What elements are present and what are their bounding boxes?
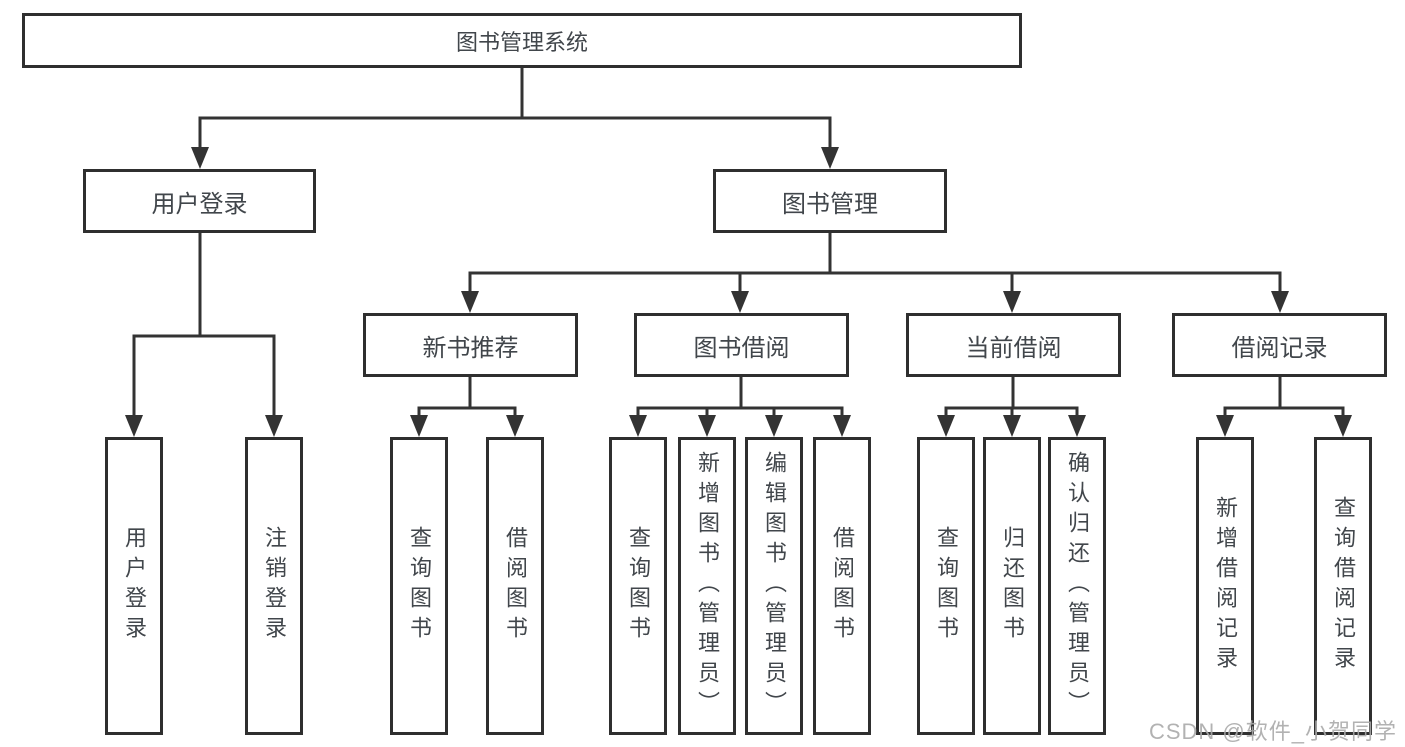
connector-new-book-recommend-to-leaves bbox=[410, 377, 524, 437]
leaf-logout: 注销登录 bbox=[245, 437, 303, 735]
leaf-edit-book-admin: 编辑图书（管理员） bbox=[745, 437, 803, 735]
node-book-management: 图书管理 bbox=[713, 169, 947, 233]
node-current-borrow: 当前借阅 bbox=[906, 313, 1121, 377]
node-new-book-recommend: 新书推荐 bbox=[363, 313, 578, 377]
node-user-login: 用户登录 bbox=[83, 169, 316, 233]
connector-borrow-records-to-leaves bbox=[1216, 377, 1352, 437]
leaf-borrow-books-borrow: 借阅图书 bbox=[813, 437, 871, 735]
leaf-add-book-admin: 新增图书（管理员） bbox=[678, 437, 736, 735]
node-library-management-system: 图书管理系统 bbox=[22, 13, 1022, 68]
leaf-add-borrow-record: 新增借阅记录 bbox=[1196, 437, 1254, 735]
leaf-return-book: 归还图书 bbox=[983, 437, 1041, 735]
connector-book-borrow-to-leaves bbox=[629, 377, 851, 437]
connector-book-management-to-level3 bbox=[461, 233, 1289, 313]
connector-root-to-level2 bbox=[191, 68, 839, 169]
leaf-borrow-books-recommend: 借阅图书 bbox=[486, 437, 544, 735]
node-borrow-records: 借阅记录 bbox=[1172, 313, 1387, 377]
leaf-query-books-borrow: 查询图书 bbox=[609, 437, 667, 735]
connector-user-login-to-leaves bbox=[125, 233, 283, 437]
connector-current-borrow-to-leaves bbox=[937, 377, 1086, 437]
leaf-query-books-current: 查询图书 bbox=[917, 437, 975, 735]
leaf-confirm-return-admin: 确认归还（管理员） bbox=[1048, 437, 1106, 735]
leaf-query-books-recommend: 查询图书 bbox=[390, 437, 448, 735]
leaf-user-login: 用户登录 bbox=[105, 437, 163, 735]
leaf-query-borrow-record: 查询借阅记录 bbox=[1314, 437, 1372, 735]
node-book-borrow: 图书借阅 bbox=[634, 313, 849, 377]
